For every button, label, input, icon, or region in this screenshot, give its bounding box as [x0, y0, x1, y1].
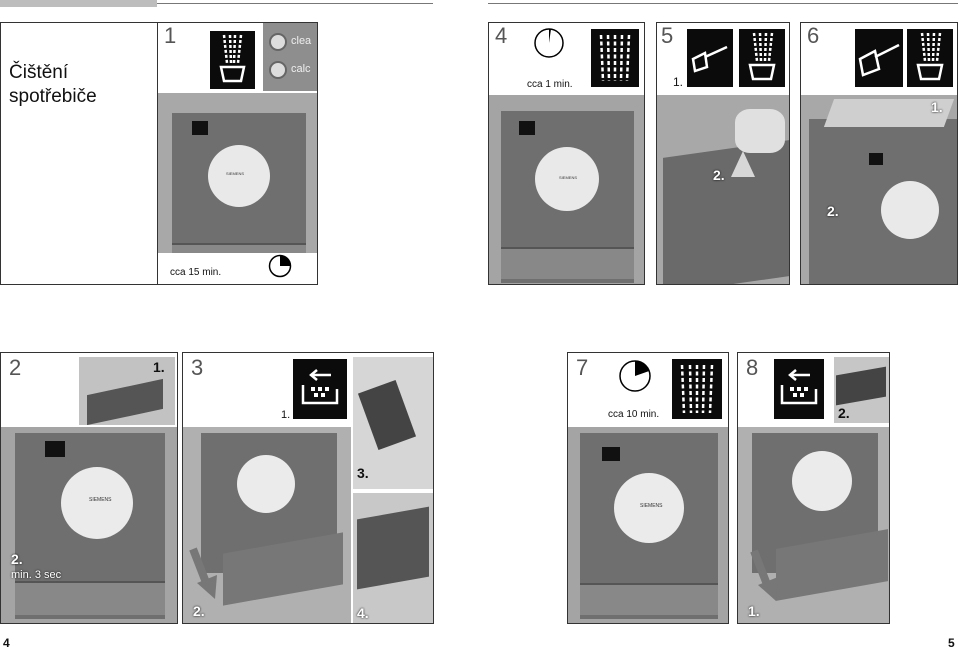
step-3-panel: 3 1. 3. 2. 4.: [182, 352, 434, 624]
tray-emptying-photo: 4.: [353, 493, 433, 623]
powder-cup-icon: [739, 29, 785, 87]
calc-button[interactable]: [269, 61, 287, 79]
drip-tray: [15, 581, 165, 615]
hand: [735, 109, 785, 153]
sub-step-2: 2.: [193, 603, 205, 619]
header-bar: [0, 0, 157, 7]
step-4-panel: 4 cca 1 min. SIEMENS: [488, 22, 645, 285]
step-1-panel: 1 clea calc SIEMENS cca 15 min.: [157, 22, 318, 285]
tray-photo: [79, 357, 175, 425]
clean-button[interactable]: [269, 33, 287, 51]
display-screen: [869, 153, 883, 165]
pull-arrow-icon: [187, 545, 227, 610]
time-label: cca 1 min.: [527, 79, 573, 90]
step-number: 1: [164, 23, 177, 48]
display-screen: [519, 121, 535, 135]
machine-top: [663, 140, 789, 284]
machine-photo: SIEMENS 2. min. 3 sec: [1, 427, 177, 623]
machine-photo: SIEMENS: [568, 427, 728, 623]
sub-step-3: 3.: [357, 465, 369, 481]
brand-logo: SIEMENS: [559, 175, 578, 180]
sub-step-1: 1.: [153, 359, 165, 375]
drip-tray: [501, 247, 634, 279]
calc-label: calc: [291, 63, 311, 75]
drip-tray: [580, 583, 718, 615]
machine-photo: 2.: [183, 427, 351, 623]
step-number: 7: [576, 355, 589, 380]
empty-tray-icon: [774, 359, 824, 419]
page-number-left: 4: [3, 636, 10, 650]
display-screen: [602, 447, 620, 461]
header-rule-right: [488, 3, 958, 4]
step-8-panel: 8 2. 1.: [737, 352, 890, 624]
scoop-icon: [687, 29, 733, 87]
control-panel-strip: clea calc: [263, 23, 317, 91]
drip-tray: [87, 378, 163, 425]
sub-step-2: 2.: [827, 203, 839, 219]
empty-tray-icon: [293, 359, 347, 419]
time-box: cca 15 min.: [158, 253, 317, 284]
sub-step-2: 2.: [838, 405, 850, 421]
step-number: 2: [9, 355, 22, 380]
step-7-panel: 7 cca 10 min. SIEMENS: [567, 352, 729, 624]
clock-icon: [533, 27, 565, 64]
cup-dome: [792, 451, 852, 511]
steam-icon: [591, 29, 639, 87]
step-number: 3: [191, 355, 204, 380]
machine-photo: 1. 2.: [801, 95, 957, 284]
machine-photo: SIEMENS: [489, 95, 644, 284]
grounds-container-photo: 3.: [353, 357, 433, 489]
cup-dome: [535, 147, 599, 211]
steam-cup-icon: [210, 31, 255, 89]
step-number: 6: [807, 23, 820, 48]
drip-tray: [357, 506, 429, 590]
display-screen: [192, 121, 208, 135]
machine-photo: 2.: [657, 95, 789, 284]
page-title: Čištění spotřebiče: [9, 62, 97, 107]
cup-dome: [61, 467, 133, 539]
sub-step-1: 1.: [748, 603, 760, 619]
page-number-right: 5: [948, 636, 955, 650]
header-rule-left: [157, 3, 433, 4]
push-arrow-icon: [744, 547, 784, 612]
clean-label: clea: [291, 35, 312, 47]
sub-step-4: 4.: [357, 605, 369, 621]
hold-duration: min. 3 sec: [11, 569, 62, 581]
drip-tray: [836, 366, 886, 406]
sub-step-2: 2.: [11, 551, 23, 567]
step-number: 4: [495, 23, 508, 48]
cup-dome: [208, 145, 270, 207]
step-number: 5: [661, 23, 674, 48]
scoop-icon: [855, 29, 903, 87]
title-box: Čištění spotřebiče: [0, 22, 158, 285]
time-label: cca 15 min.: [170, 267, 222, 278]
sub-step-1: 1.: [673, 75, 684, 89]
cup-dome: [614, 473, 684, 543]
step-5-panel: 5 1. 2.: [656, 22, 790, 285]
tray-photo: 2.: [834, 357, 889, 423]
steam-icon: [672, 359, 722, 419]
sub-step-1: 1.: [931, 99, 943, 115]
sub-step-2: 2.: [713, 167, 725, 183]
time-label: cca 10 min.: [608, 409, 660, 420]
powder-cup-icon: [907, 29, 953, 87]
machine-photo: 1.: [738, 427, 889, 623]
step-number: 8: [746, 355, 759, 380]
display-screen: [45, 441, 65, 457]
clock-icon: [618, 359, 652, 398]
brand-logo: SIEMENS: [89, 497, 112, 503]
grounds-container: [357, 379, 417, 451]
cup-dome: [881, 181, 939, 239]
brand-logo: SIEMENS: [640, 503, 663, 509]
brand-logo: SIEMENS: [226, 171, 245, 176]
cup-dome: [237, 455, 295, 513]
step-2-panel: 2 1. SIEMENS 2. min. 3 sec: [0, 352, 178, 624]
step-6-panel: 6 1. 2.: [800, 22, 958, 285]
clock-icon: [268, 254, 292, 283]
sub-step-1: 1.: [281, 409, 291, 421]
